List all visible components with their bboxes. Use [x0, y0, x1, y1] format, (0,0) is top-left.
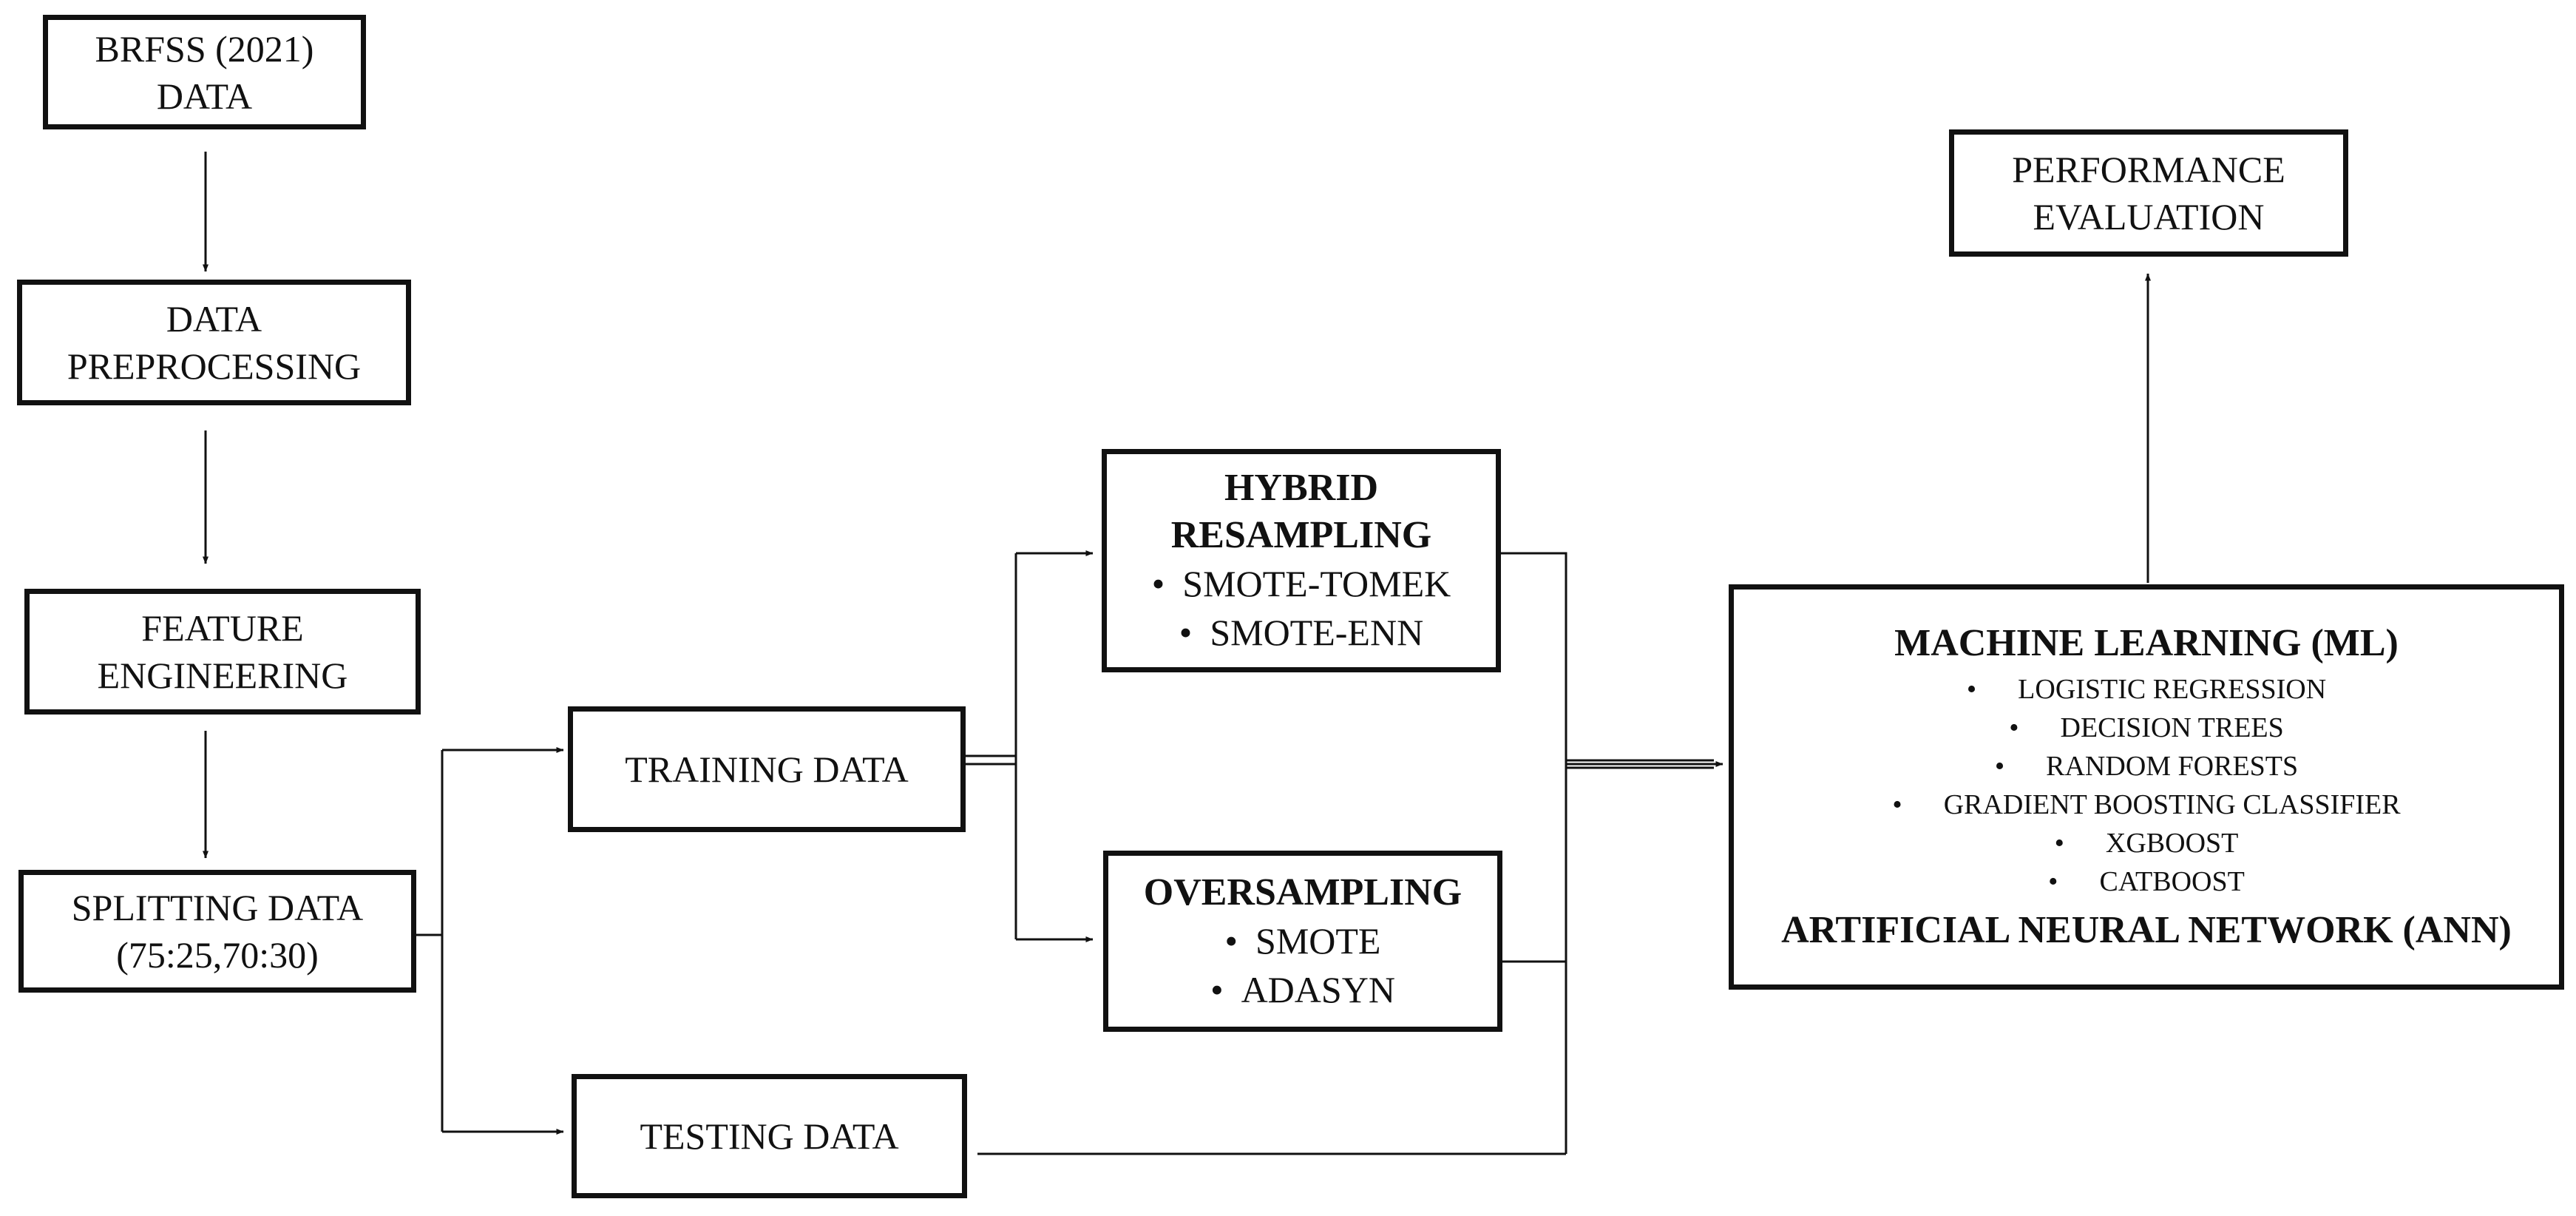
- ml-item-xgboost: •XGBOOST: [2055, 824, 2239, 862]
- bullet-icon: •: [1210, 968, 1224, 1010]
- data-preprocessing-box: DATA PREPROCESSING: [17, 280, 411, 405]
- hybrid-item-smote-enn: •SMOTE-ENN: [1179, 608, 1423, 657]
- ml-item-decision-trees: •DECISION TREES: [2009, 709, 2284, 747]
- ml-footer-ann: ARTIFICIAL NEURAL NETWORK (ANN): [1781, 909, 2512, 951]
- oversampling-item-adasyn: •ADASYN: [1210, 965, 1395, 1014]
- bullet-icon: •: [2048, 866, 2058, 897]
- performance-line-2: EVALUATION: [2033, 196, 2265, 237]
- hybrid-resampling-box: HYBRID RESAMPLING •SMOTE-TOMEK •SMOTE-EN…: [1102, 449, 1501, 672]
- feature-line-2: ENGINEERING: [97, 655, 348, 696]
- feature-line-1: FEATURE: [141, 607, 304, 649]
- bullet-icon: •: [1994, 751, 2005, 782]
- machine-learning-box: MACHINE LEARNING (ML) •LOGISTIC REGRESSI…: [1729, 584, 2564, 990]
- hybrid-item-smote-tomek: •SMOTE-TOMEK: [1152, 559, 1451, 608]
- splitting-line-1: SPLITTING DATA: [71, 887, 364, 928]
- bullet-icon: •: [2009, 712, 2019, 743]
- splitting-data-box: SPLITTING DATA (75:25,70:30): [18, 870, 416, 993]
- feature-engineering-box: FEATURE ENGINEERING: [24, 589, 421, 715]
- oversampling-item-smote: •SMOTE: [1225, 916, 1381, 965]
- ml-title: MACHINE LEARNING (ML): [1894, 622, 2399, 664]
- oversampling-title: OVERSAMPLING: [1143, 871, 1462, 913]
- bullet-icon: •: [1179, 612, 1193, 653]
- bullet-icon: •: [1151, 563, 1165, 604]
- hybrid-title-1: HYBRID: [1224, 467, 1379, 509]
- bullet-icon: •: [1892, 789, 1902, 820]
- ml-item-logistic-regression: •LOGISTIC REGRESSION: [1967, 670, 2326, 709]
- preprocessing-line-1: DATA: [166, 298, 262, 340]
- ml-item-gradient-boosting: •GRADIENT BOOSTING CLASSIFIER: [1892, 786, 2400, 824]
- bullet-icon: •: [1966, 674, 1977, 705]
- testing-label: TESTING DATA: [640, 1115, 899, 1157]
- testing-data-box: TESTING DATA: [572, 1074, 967, 1198]
- performance-line-1: PERFORMANCE: [2012, 149, 2285, 190]
- training-data-box: TRAINING DATA: [568, 706, 966, 832]
- ml-item-random-forests: •RANDOM FORESTS: [1995, 747, 2298, 786]
- training-label: TRAINING DATA: [625, 749, 909, 790]
- splitting-line-2: (75:25,70:30): [116, 934, 319, 976]
- ml-item-catboost: •CATBOOST: [2048, 862, 2245, 901]
- brfss-line-2: DATA: [156, 75, 253, 117]
- oversampling-box: OVERSAMPLING •SMOTE •ADASYN: [1103, 851, 1502, 1032]
- brfss-line-1: BRFSS (2021): [95, 27, 314, 70]
- preprocessing-line-2: PREPROCESSING: [67, 345, 362, 387]
- bullet-icon: •: [2054, 828, 2064, 859]
- line-hybrid-out: [1501, 552, 1567, 1154]
- bullet-icon: •: [1224, 919, 1238, 962]
- brfss-data-box: BRFSS (2021) DATA: [43, 15, 366, 129]
- performance-evaluation-box: PERFORMANCE EVALUATION: [1949, 129, 2348, 257]
- hybrid-title-2: RESAMPLING: [1170, 514, 1432, 556]
